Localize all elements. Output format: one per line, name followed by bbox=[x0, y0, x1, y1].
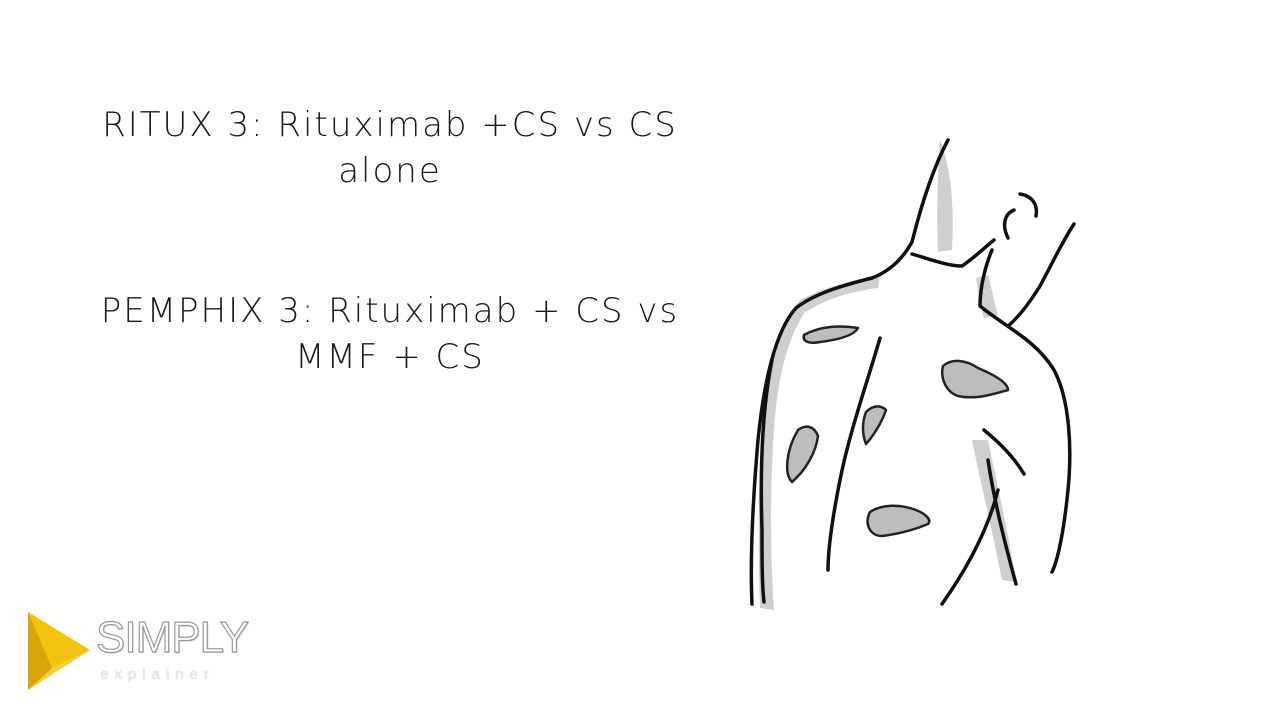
ear-line bbox=[1002, 192, 1039, 240]
neck-shadow bbox=[937, 140, 953, 252]
ritux-trial-text: RITUX 3: Rituximab +CS vs CS alone bbox=[90, 102, 690, 194]
lesion-middle bbox=[861, 405, 888, 446]
play-icon bbox=[28, 612, 90, 690]
logo-subtitle: explainer bbox=[100, 666, 215, 683]
ritux-line-2: alone bbox=[338, 151, 442, 191]
neck-right-line bbox=[910, 238, 996, 268]
ritux-line-1: RITUX 3: Rituximab +CS vs CS bbox=[102, 105, 678, 145]
left-body-inner-line bbox=[759, 358, 774, 604]
simply-explainer-logo: SIMPLY explainer bbox=[22, 608, 262, 698]
lesion-left bbox=[785, 425, 820, 484]
neck-left-line bbox=[870, 138, 950, 280]
shoulder-shadow bbox=[800, 275, 880, 312]
right-shoulder-line bbox=[978, 248, 1072, 574]
right-lower-line bbox=[986, 458, 1018, 586]
head-right-line bbox=[1006, 222, 1076, 328]
back-lesions-illustration bbox=[749, 138, 1076, 610]
lesion-upper-left bbox=[802, 325, 860, 344]
lower-center-line bbox=[940, 488, 1000, 606]
spine-line bbox=[826, 336, 882, 572]
right-inner-line bbox=[982, 428, 1026, 476]
logo-wordmark: SIMPLY bbox=[95, 613, 249, 662]
pemphix-trial-text: PEMPHIX 3: Rituximab + CS vs MMF + CS bbox=[90, 288, 690, 380]
lesion-upper-right bbox=[941, 359, 1010, 399]
left-body-shadow bbox=[758, 300, 812, 610]
pemphix-line-1: PEMPHIX 3: Rituximab + CS vs bbox=[100, 291, 680, 331]
pemphix-line-2: MMF + CS bbox=[295, 337, 485, 377]
lesion-lower bbox=[866, 504, 931, 538]
